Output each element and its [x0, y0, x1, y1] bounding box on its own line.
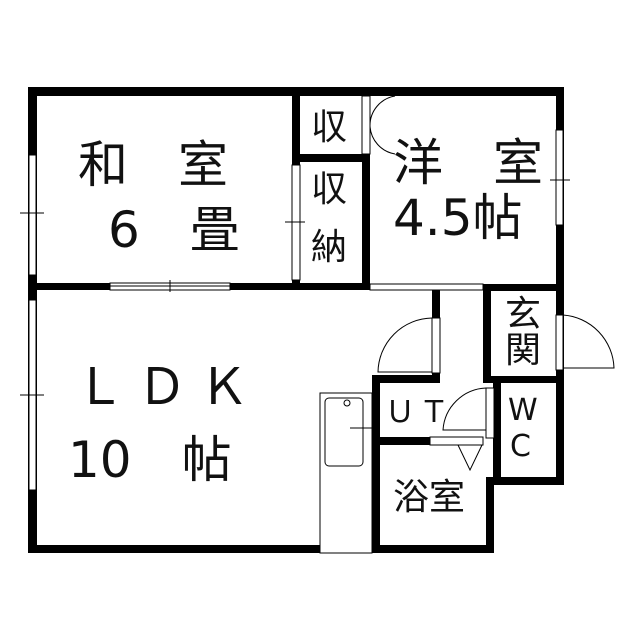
- washitsu-size: 6 畳: [108, 201, 240, 259]
- genkan-label-bottom: 関: [505, 330, 542, 371]
- storage-label-bottom: 納: [311, 227, 348, 268]
- ldk-label: ＬＤＫ: [75, 358, 261, 416]
- youshitsu-size: 4.5帖: [393, 189, 523, 247]
- wc-label-bottom: C: [510, 429, 531, 464]
- wc-label-top: W: [508, 393, 538, 428]
- genkan-label-top: 玄: [505, 294, 542, 335]
- ut-label: ＵＴ: [385, 395, 453, 430]
- washitsu-label: 和 室: [78, 136, 228, 194]
- door-swings: [20, 95, 615, 472]
- bath-label: 浴室: [393, 477, 466, 518]
- storage-small-label: 収: [311, 107, 348, 148]
- storage-label-top: 収: [311, 169, 348, 210]
- youshitsu-label: 洋 室: [393, 134, 543, 192]
- ldk-size: 10 帖: [68, 431, 232, 489]
